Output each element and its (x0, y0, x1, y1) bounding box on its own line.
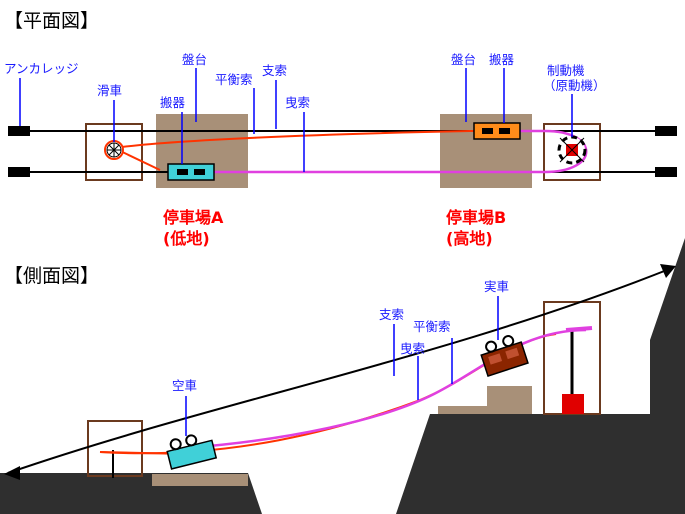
support-rope-side (7, 267, 673, 474)
label-platform-a: 盤台 (182, 52, 207, 67)
plan-view-title: 【平面図】 (4, 10, 99, 32)
label-platform-b: 盤台 (451, 52, 476, 67)
label-brake: 制動機 (547, 63, 585, 78)
anchorage-block-left-upper (8, 126, 30, 136)
pulley-house-frame (87, 420, 143, 477)
station-b-name: 停車場B (446, 208, 506, 227)
label-haul-rope-plan: 曳索 (285, 95, 310, 110)
carrier-a (167, 163, 215, 181)
side-leaders (185, 296, 499, 436)
label-counterweight-rope-side: 平衡索 (413, 319, 451, 334)
station-a-platform-side (152, 474, 248, 486)
brake-wheel (557, 135, 587, 165)
support-rope-arrow-right (660, 264, 676, 278)
support-rope-arrow-left (4, 466, 20, 480)
haul-rope-side (185, 328, 587, 450)
label-support-rope-plan: 支索 (262, 63, 287, 78)
pulley-wheel (104, 140, 124, 160)
label-pulley: 滑車 (97, 83, 122, 98)
carrier-b (473, 122, 521, 140)
label-loaded-car: 実車 (484, 279, 509, 294)
empty-car (166, 434, 218, 470)
label-motor: （原動機） (543, 78, 606, 93)
loaded-car (480, 335, 529, 377)
brake-block (562, 394, 584, 414)
ground-high (396, 238, 685, 514)
label-haul-rope-side: 曳索 (400, 341, 425, 356)
label-counterweight-rope-plan: 平衡索 (215, 72, 253, 87)
station-a-note: (低地) (163, 229, 210, 248)
anchorage-block-right-upper (655, 126, 677, 136)
side-view-title: 【側面図】 (4, 265, 99, 287)
label-carrier-b: 搬器 (489, 52, 515, 67)
station-b-platform-side (438, 386, 532, 414)
label-carrier-a: 搬器 (160, 95, 186, 110)
plan-leaders (19, 68, 573, 172)
haul-rope-drum (565, 326, 593, 332)
station-a-name: 停車場A (163, 208, 224, 227)
station-b-note: (高地) (446, 229, 493, 248)
anchorage-block-right-lower (655, 167, 677, 177)
anchorage-block-left-lower (8, 167, 30, 177)
label-empty-car: 空車 (172, 378, 197, 393)
label-anchorage: アンカレッジ (4, 61, 79, 76)
label-support-rope-side: 支索 (379, 307, 404, 322)
